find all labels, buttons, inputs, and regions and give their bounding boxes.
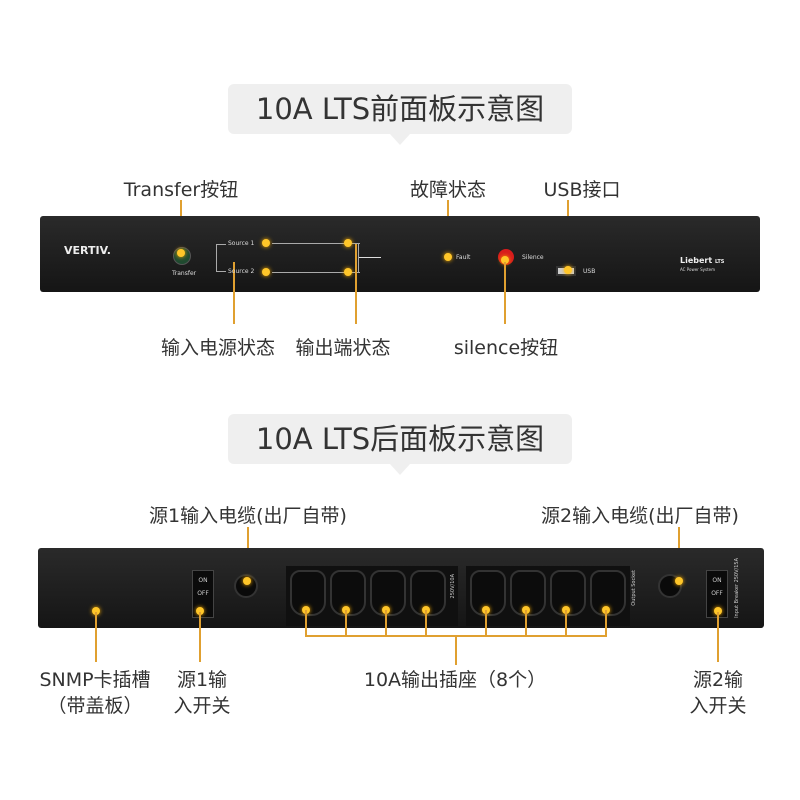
callout-line (485, 610, 487, 636)
led-indicator (196, 607, 204, 615)
callout-line (95, 612, 97, 662)
outlets-label: 10A输出插座（8个） (363, 669, 547, 691)
model-name: LTS (714, 259, 725, 265)
callout-line (425, 610, 427, 636)
merge-line (358, 243, 359, 273)
callout-line (385, 610, 387, 636)
source-diagram (216, 244, 226, 272)
ac-power-system-text: AC Power System (680, 267, 716, 272)
switch-off-text: OFF (711, 590, 723, 597)
callout-line (233, 262, 235, 324)
source2-switch-label-2: 入开关 (689, 695, 747, 717)
front-panel: VERTIV. Transfer Source 1 Source 2 Fault… (40, 216, 760, 292)
source1-text: Source 1 (228, 240, 255, 247)
usb-text: USB (583, 268, 596, 275)
callout-line (355, 244, 357, 324)
callout-line (565, 610, 567, 636)
switch-on-text: ON (712, 577, 722, 584)
led-indicator (262, 268, 270, 276)
output-arrow-icon (359, 257, 381, 258)
silence-button-label: silence按钮 (453, 337, 559, 359)
snmp-slot-label-cover: （带盖板） (47, 695, 143, 717)
led-indicator (344, 239, 352, 247)
callout-line (455, 635, 457, 665)
output-outlet (470, 570, 506, 616)
transfer-button-label: Transfer按钮 (123, 179, 239, 201)
rating-text: 250V/10A (450, 574, 456, 599)
source2-cable-label: 源2输入电缆(出厂自带) (541, 505, 739, 527)
led-indicator (262, 239, 270, 247)
callout-line (504, 262, 506, 324)
front-panel-title: 10A LTS前面板示意图 (228, 84, 572, 145)
led-indicator (714, 607, 722, 615)
callout-line (605, 610, 607, 636)
led-indicator (564, 266, 572, 274)
led-indicator (675, 577, 683, 585)
source1-switch-label-2: 入开关 (173, 695, 231, 717)
source2-text: Source 2 (228, 268, 255, 275)
vertiv-logo: VERTIV. (64, 244, 111, 257)
callout-line (717, 612, 719, 662)
rear-panel-title: 10A LTS后面板示意图 (228, 414, 572, 475)
input-status-label: 输入电源状态 (160, 337, 276, 359)
source1-switch[interactable]: ON OFF (192, 570, 214, 618)
silence-text: Silence (522, 254, 544, 261)
product-name: Liebert (680, 256, 713, 265)
snmp-slot-label: SNMP卡插槽 (39, 669, 151, 691)
callout-line (345, 610, 347, 636)
rear-panel: ON OFF 250V/10A Output Socket ON OFF Input… (38, 548, 764, 628)
liebert-logo: Liebert LTS (680, 256, 724, 265)
callout-line (199, 612, 201, 662)
fault-text: Fault (456, 254, 471, 261)
led-indicator (501, 256, 509, 264)
callout-line (305, 610, 307, 636)
led-indicator (92, 607, 100, 615)
source2-path (272, 272, 360, 273)
led-indicator (243, 577, 251, 585)
breaker-text: Input Breaker 250V/15A (734, 558, 740, 618)
source2-switch-label: 源2输 (692, 669, 744, 691)
output-socket-text: Output Socket (631, 570, 637, 606)
usb-port-label: USB接口 (543, 179, 621, 201)
led-indicator (444, 253, 452, 261)
source1-cable (234, 574, 258, 598)
switch-on-text: ON (198, 577, 208, 584)
source1-path (272, 243, 360, 244)
switch-off-text: OFF (197, 590, 209, 597)
source1-cable-label: 源1输入电缆(出厂自带) (149, 505, 347, 527)
transfer-text: Transfer (172, 270, 197, 277)
callout-line (525, 610, 527, 636)
led-indicator (177, 249, 185, 257)
led-indicator (344, 268, 352, 276)
source1-switch-label: 源1输 (176, 669, 228, 691)
output-status-label: 输出端状态 (295, 337, 391, 359)
fault-status-label: 故障状态 (409, 179, 487, 201)
